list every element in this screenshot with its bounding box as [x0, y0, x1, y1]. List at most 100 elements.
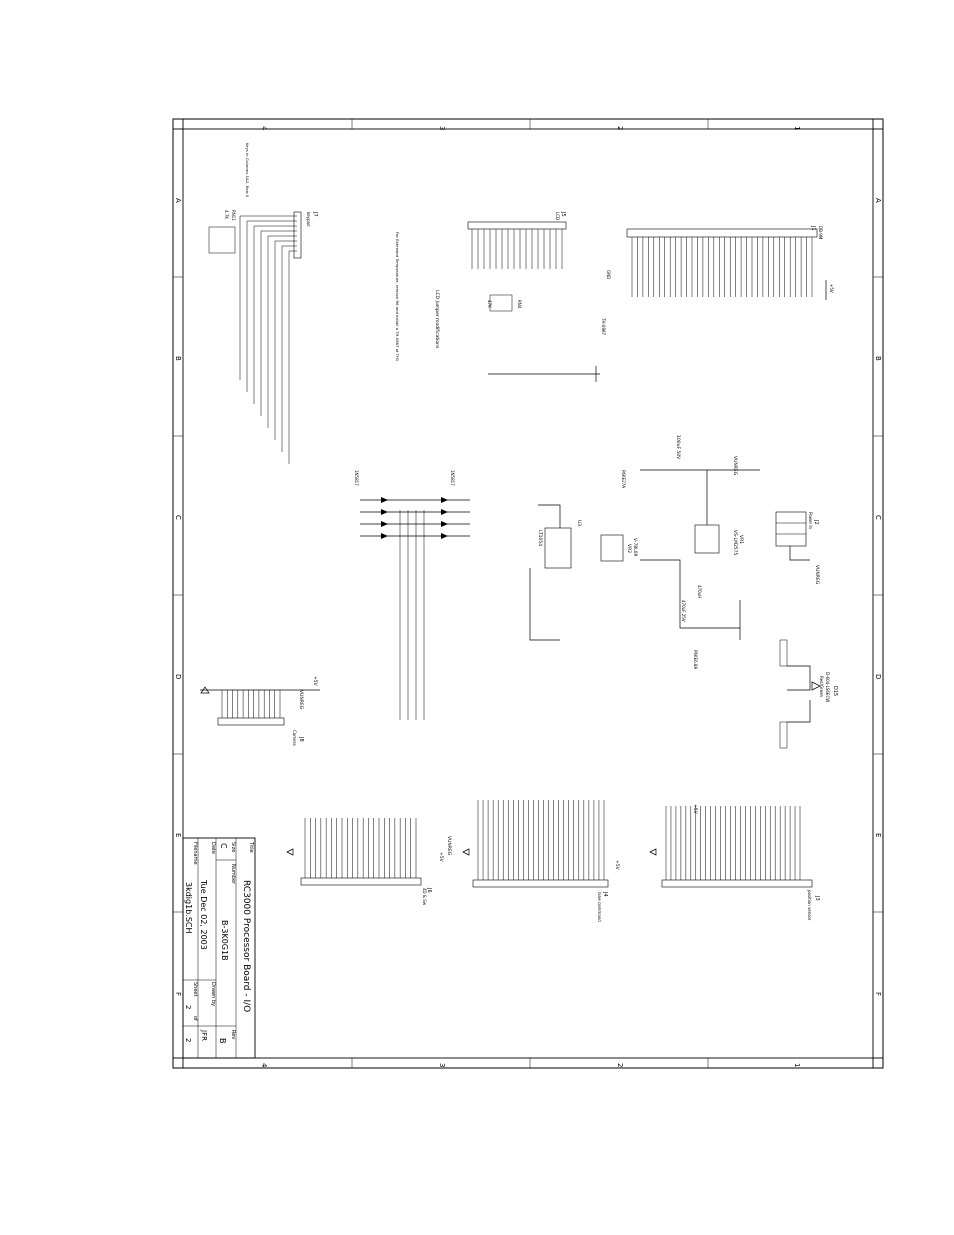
diode-label-a: 1N5817 — [450, 470, 455, 486]
rn4-label: RN4 — [517, 300, 522, 309]
j3-desc: position sensor — [807, 890, 812, 921]
row-label-a-right: A — [874, 198, 882, 203]
row-label-b-right: B — [874, 356, 882, 361]
connector-j6: J6 4D & Sw VUNREG +5V — [300, 818, 452, 906]
u3-part: LT1054 — [537, 530, 543, 546]
gnd-label: GND — [606, 270, 611, 279]
row-label-d-right: D — [874, 674, 882, 679]
col-label-2: 2 — [616, 126, 624, 130]
diode-symbol — [441, 497, 448, 503]
th1-label: TH-0987 — [601, 317, 606, 336]
u3-label: U3 — [576, 520, 582, 526]
plus5v-label-j8: +5V — [312, 676, 318, 687]
row-label-e: E — [174, 833, 182, 837]
vunreg-label-j8: VUNREG — [298, 690, 304, 710]
row-label-a: A — [174, 198, 182, 203]
j8-desc: Camera — [292, 730, 297, 746]
col-label-1: 1 — [793, 126, 801, 130]
diode-label-b: 1N5817 — [354, 470, 359, 486]
sheet-title: RC3000 Processor Board - I/O — [241, 880, 251, 1012]
connector-j3: J3 position sensor +5V — [661, 804, 820, 921]
j8-label: J8 — [298, 736, 304, 742]
drawn-by-value: JFR — [200, 1029, 208, 1041]
p6ke-label: P6KE27A — [621, 470, 626, 488]
j2-desc: Power In — [808, 512, 813, 530]
diode-array: 1N5817 1N5817 — [354, 470, 470, 720]
j4-desc: lane command — [597, 892, 602, 922]
vr2-part: V-78L09 — [632, 538, 638, 557]
size-label: Size — [230, 842, 236, 852]
title-label: Title — [248, 841, 254, 853]
col-label-1-bottom: 1 — [793, 1063, 801, 1067]
cap-label: 470uF 25V — [681, 600, 686, 622]
col-label-3-bottom: 3 — [438, 1063, 446, 1067]
rn11-network — [208, 226, 236, 254]
diode-symbol — [381, 497, 388, 503]
j6-desc: 4D & Sw — [422, 888, 427, 906]
ind-label: 470uH — [697, 585, 702, 598]
diode-symbol — [381, 521, 388, 527]
vunreg-label-j6: VUNREG — [446, 836, 452, 856]
connector-j5: J5 LCD RN4 47K GND TH-0987 — [467, 211, 611, 382]
j5-desc: LCD — [555, 212, 560, 220]
keypad-note: Keys in Columns 1&2, Row 0 — [245, 143, 250, 198]
vunreg-label-j2: VUNREG — [814, 565, 820, 585]
rn11-value: 4.7K — [224, 210, 229, 219]
col-label-4: 4 — [260, 126, 268, 131]
row-label-e-right: E — [874, 833, 882, 837]
plus5v-label-j6: +5V — [438, 852, 444, 863]
diode-symbol — [381, 533, 388, 539]
row-label-f-right: F — [874, 992, 882, 996]
j2-label: J2 — [813, 519, 819, 525]
diode-symbol — [381, 509, 388, 515]
j1-label: J1 — [810, 225, 816, 231]
sheet-label: Sheet — [192, 982, 198, 996]
rev-label: Rev — [230, 1030, 236, 1039]
d15-label: D15 — [832, 686, 838, 696]
title-block: Title RC3000 Processor Board - I/O Size … — [182, 837, 256, 1059]
connector-j4: J4 lane command +5V — [472, 800, 620, 922]
of-label: of — [192, 1016, 198, 1021]
col-label-3: 3 — [438, 126, 446, 130]
vr2-label: VR2 — [626, 544, 632, 553]
rn4-network — [489, 294, 513, 312]
lcd-jumper-title: LCD Jumper modifications — [434, 290, 440, 349]
p6ke-b-label: P6KE6.8A — [693, 650, 698, 669]
vr1-label: VR1 — [738, 535, 744, 544]
size-value: C — [219, 843, 228, 849]
d15-desc: D-604-LS6ECW — [825, 672, 830, 702]
connector-j2: J2 Power In VUNREG — [775, 511, 820, 585]
filename-label: Filename — [192, 842, 198, 865]
date-value: Tue Dec 02, 2003 — [199, 879, 208, 950]
d15-sub: Red/Green — [819, 676, 824, 698]
j7-desc: keypad — [306, 212, 311, 227]
j3-label: J3 — [814, 895, 820, 901]
row-label-d: D — [174, 674, 182, 679]
led-d15: D15 D-604-LS6ECW Red/Green — [779, 639, 838, 749]
number-value: B-3K0G1B — [220, 920, 229, 961]
j4-label: J4 — [602, 891, 608, 897]
ic-u3: U3 LT1054 — [529, 504, 582, 641]
j7-label: J7 — [312, 211, 318, 217]
lcd-temp-note: For Extended Temperature, remove R6 and … — [395, 232, 400, 362]
sheet-total-value: 2 — [184, 1038, 192, 1042]
vr1-part: VS-LM2575 — [732, 530, 738, 556]
j1-plus5v: +5V — [829, 284, 834, 293]
drawn-by-label: Drawn by — [210, 982, 216, 1006]
vunreg-label-top: VUNREG — [732, 456, 738, 476]
lcd-jumper-notes: LCD Jumper modifications For Extended Te… — [395, 232, 440, 362]
row-label-c: C — [174, 515, 182, 520]
number-label: Number — [230, 864, 236, 885]
plus5v-label-j4: +5V — [614, 860, 620, 871]
connector-j1: J1 DB-9M +5V — [626, 225, 834, 300]
connector-j7: J7 keypad RN11 4.7K Keys in Columns 1&2,… — [208, 143, 318, 464]
diode-symbol — [441, 533, 448, 539]
date-label: Date — [210, 842, 216, 854]
plus5v-label-j3: +5V — [692, 804, 698, 815]
diode-symbol — [441, 509, 448, 515]
row-label-c-right: C — [874, 515, 882, 520]
regulator-section: VR2 V-78L09 VR1 VS-LM2575 100uF 50V VUNR… — [600, 435, 760, 669]
rev-value: B — [218, 1038, 227, 1044]
filename-value: 3kdig1b.SCH — [184, 882, 193, 934]
connector-j8: J8 Camera VUNREG +5V — [200, 676, 320, 746]
